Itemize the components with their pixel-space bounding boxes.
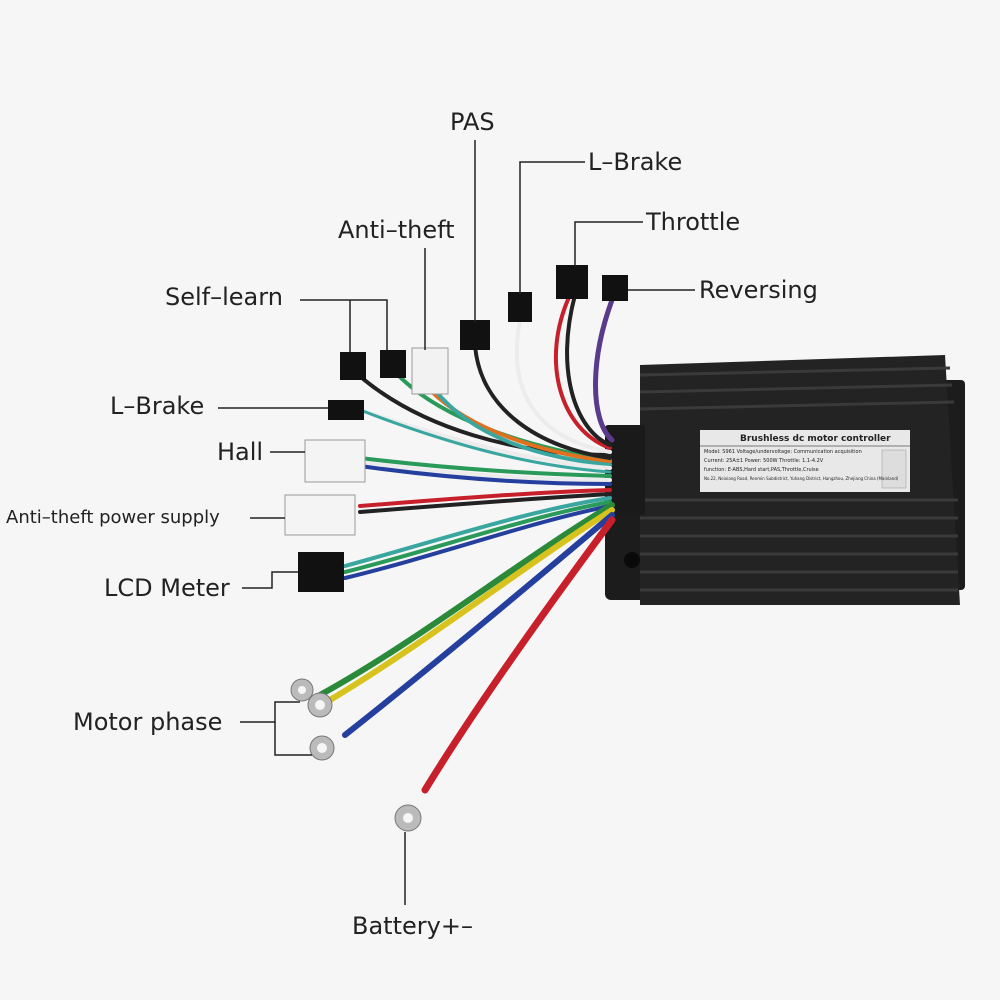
label-l-brake-top: L–Brake (588, 148, 683, 176)
ring-terminals (290, 678, 422, 832)
label-motor-phase: Motor phase (73, 708, 223, 736)
plate-line: No.22, Neixiang Road, Renmin Subdistrict… (704, 476, 899, 481)
label-battery: Battery+– (352, 912, 473, 940)
label-pas: PAS (450, 108, 495, 136)
plate-line: Current: 25A±1 Power: 500W Throttle: 1.1… (704, 458, 824, 464)
label-anti-theft: Anti–theft (338, 216, 455, 244)
plate-title: Brushless dc motor controller (740, 434, 891, 444)
label-reversing: Reversing (699, 276, 818, 304)
label-l-brake-left: L–Brake (110, 392, 205, 420)
label-hall: Hall (217, 438, 264, 466)
connectors (284, 265, 628, 592)
label-lcd-meter: LCD Meter (104, 574, 230, 602)
heatsink-fins (639, 366, 958, 592)
label-plate (700, 430, 910, 492)
label-throttle: Throttle (646, 208, 741, 236)
cable-gland (605, 425, 645, 515)
callout-lines (218, 140, 695, 905)
label-self-learn: Self–learn (165, 283, 283, 311)
plate-line: Model: S961 Voltage/undervoltage: Commun… (704, 449, 862, 455)
plate-line: function: E-ABS,Hard start,PAS,Throttle,… (704, 467, 819, 473)
wire-harness (317, 293, 616, 794)
controller-body (605, 355, 965, 605)
label-anti-theft-power-supply: Anti–theft power supply (6, 507, 220, 528)
